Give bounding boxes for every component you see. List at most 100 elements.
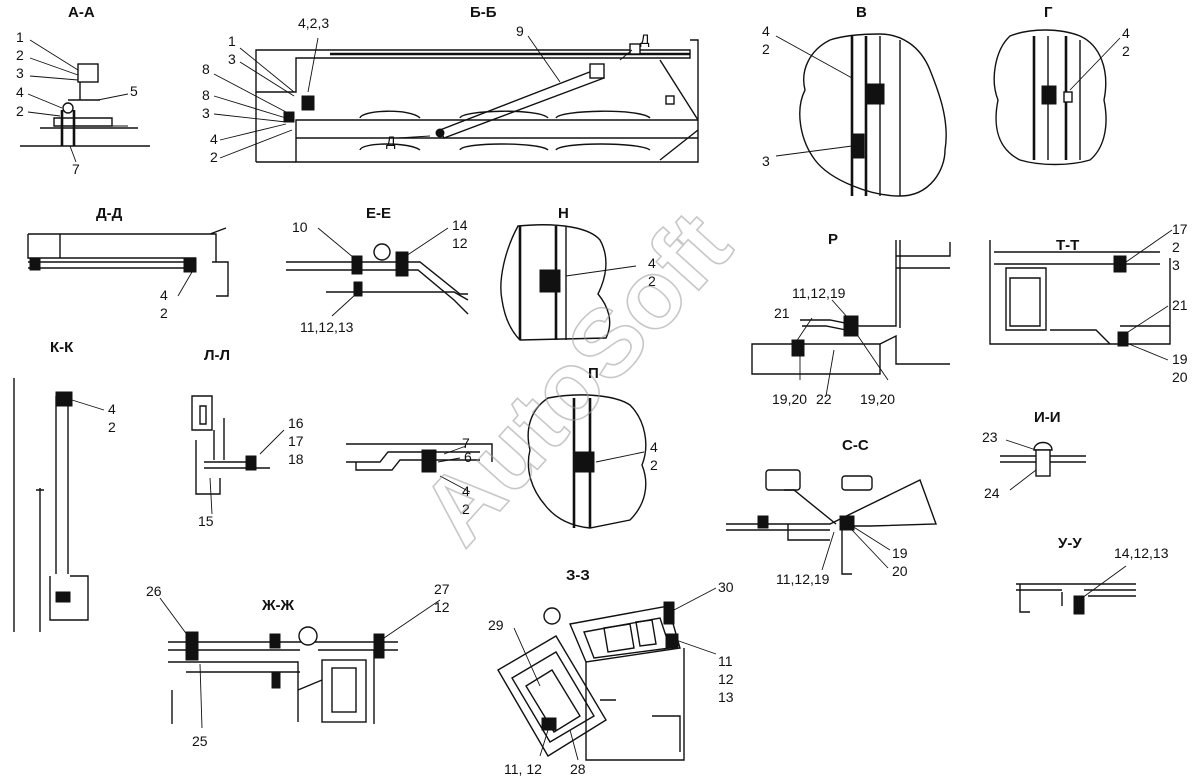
callout-label: 1 [16, 29, 24, 45]
callout-label: 16 [288, 415, 304, 431]
callout-label: 4 [648, 255, 656, 271]
section-uu: У-У 14,12,13 [1016, 535, 1169, 615]
section-ss: С-С 11,12,19 19 20 [726, 437, 937, 587]
callout-label: 2 [462, 501, 470, 517]
section-ee: Е-Е 10 14 12 11,12,13 [286, 205, 469, 335]
callout-label: 12 [434, 599, 450, 615]
callout-label: 23 [982, 429, 998, 445]
callout-label: 2 [108, 419, 116, 435]
callout-label: 14 [452, 217, 468, 233]
section-dd: Д-Д 4 2 [27, 205, 229, 321]
callout-label: 2 [210, 149, 218, 165]
section-title: Б-Б [470, 4, 497, 21]
callout-label: 3 [228, 51, 236, 67]
callout-label: 2 [648, 273, 656, 289]
callout-label: 17 [1172, 221, 1188, 237]
callout-label: 3 [202, 105, 210, 121]
callout-label: 4 [108, 401, 116, 417]
callout-label: 8 [202, 61, 210, 77]
section-title: З-З [566, 567, 590, 584]
callout-label: Д [640, 31, 650, 47]
section-ii: И-И 23 24 [982, 409, 1086, 501]
callout-label: 19,20 [860, 391, 895, 407]
callout-label: 4,2,3 [298, 15, 329, 31]
callout-label: 26 [146, 583, 162, 599]
callout-label: 3 [762, 153, 770, 169]
callout-label: 12 [452, 235, 468, 251]
callout-label: 2 [1122, 43, 1130, 59]
section-r: Р 11,12,19 21 19,20 22 19,20 [751, 231, 951, 407]
section-title: Р [828, 231, 838, 248]
callout-label: 11,12,19 [792, 285, 846, 301]
section-title: С-С [842, 437, 869, 454]
callout-label: 5 [130, 83, 138, 99]
callout-label: 4 [762, 23, 770, 39]
callout-label: Д [386, 133, 396, 149]
callout-label: 11,12,13 [300, 319, 354, 335]
callout-label: 2 [650, 457, 658, 473]
callout-label: 2 [16, 103, 24, 119]
callout-label: 2 [1172, 239, 1180, 255]
section-title: В [856, 4, 867, 21]
callout-label: 21 [774, 305, 790, 321]
callout-label: 11 [718, 653, 733, 669]
callout-label: 2 [762, 41, 770, 57]
section-title: Л-Л [204, 347, 230, 364]
section-n: Н 4 2 [500, 205, 656, 341]
callout-label: 12 [718, 671, 734, 687]
callout-label: 4 [1122, 25, 1130, 41]
section-title: Ж-Ж [261, 597, 295, 614]
section-title: Е-Е [366, 205, 391, 222]
callout-label: 20 [892, 563, 908, 579]
section-title: Н [558, 205, 569, 222]
callout-label: 4 [650, 439, 658, 455]
section-title: К-К [50, 339, 74, 356]
section-aa: А-А 1 2 3 4 2 5 7 [16, 4, 150, 177]
callout-label: 29 [488, 617, 504, 633]
callout-label: 7 [462, 435, 470, 451]
callout-label: 15 [198, 513, 214, 529]
callout-label: 11,12,19 [776, 571, 830, 587]
section-zz: З-З 30 29 11 12 13 11, 12 28 [488, 567, 734, 777]
callout-label: 3 [1172, 257, 1180, 273]
section-tt: Т-Т 17 2 3 21 19 20 [989, 221, 1188, 385]
callout-label: 28 [570, 761, 586, 777]
callout-label: 10 [292, 219, 308, 235]
callout-label: 4 [462, 483, 470, 499]
section-v: В 4 2 3 [762, 4, 947, 197]
section-p: П 7 6 4 2 4 2 [346, 365, 658, 529]
callout-label: 30 [718, 579, 734, 595]
callout-label: 17 [288, 433, 304, 449]
callout-label: 27 [434, 581, 450, 597]
callout-label: 19 [892, 545, 908, 561]
callout-label: 19 [1172, 351, 1188, 367]
callout-label: 18 [288, 451, 304, 467]
section-title: Д-Д [96, 205, 123, 222]
section-title: Т-Т [1056, 237, 1079, 254]
callout-label: 4 [160, 287, 168, 303]
callout-label: 19,20 [772, 391, 807, 407]
section-bb: Б-Б 1 3 4,2,3 9 8 8 3 4 2 Д Д [202, 4, 699, 165]
section-title: У-У [1058, 535, 1082, 552]
callout-label: 20 [1172, 369, 1188, 385]
callout-label: 7 [72, 161, 80, 177]
callout-label: 3 [16, 65, 24, 81]
callout-label: 25 [192, 733, 208, 749]
callout-label: 9 [516, 23, 524, 39]
section-title: А-А [68, 4, 95, 21]
callout-label: 13 [718, 689, 734, 705]
callout-label: 2 [160, 305, 168, 321]
section-zhzh: Ж-Ж 26 27 12 25 [146, 581, 450, 749]
section-kk: К-К 4 2 [13, 339, 116, 632]
section-title: Г [1044, 4, 1053, 21]
callout-label: 1 [228, 33, 236, 49]
callout-label: 21 [1172, 297, 1188, 313]
callout-label: 6 [464, 449, 472, 465]
section-g: Г 4 2 [993, 4, 1130, 166]
callout-label: 4 [210, 131, 218, 147]
callout-label: 11, 12 [504, 761, 542, 777]
section-title: И-И [1034, 409, 1061, 426]
section-ll: Л-Л 16 17 18 15 [191, 347, 304, 529]
callout-label: 2 [16, 47, 24, 63]
